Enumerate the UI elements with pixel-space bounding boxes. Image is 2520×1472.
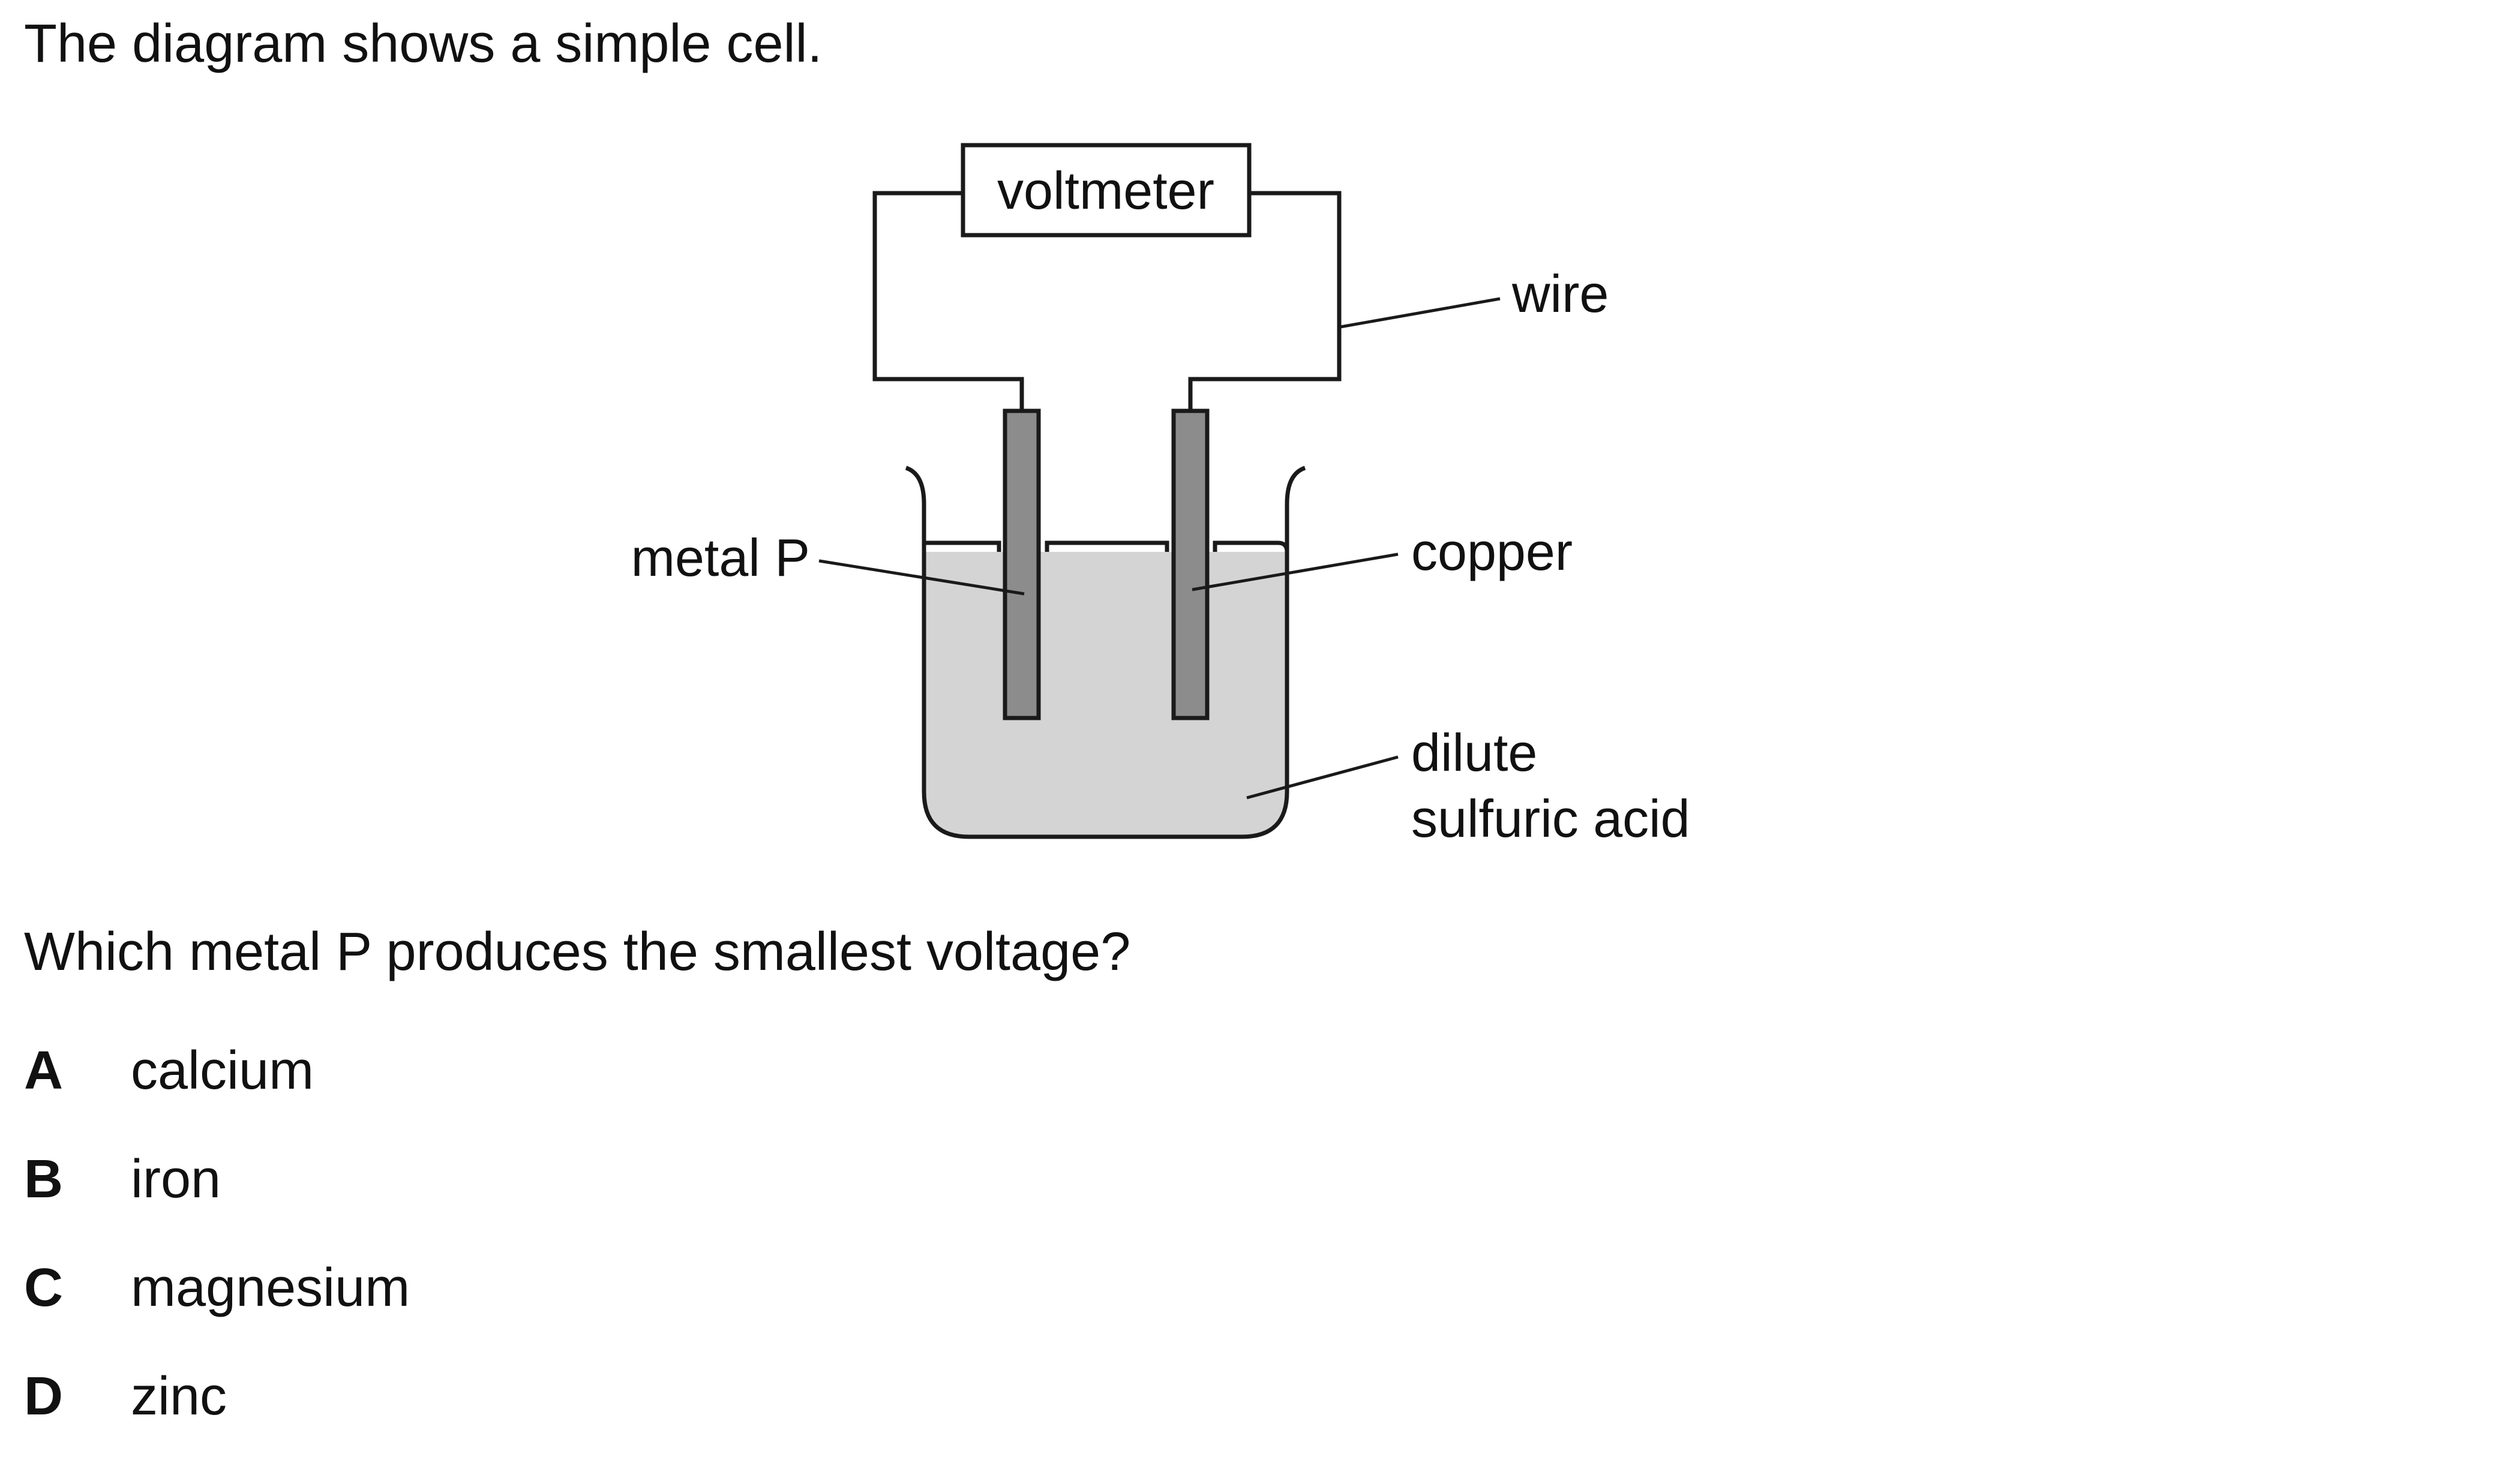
metal-p-label: metal P <box>631 528 810 587</box>
wire-leader <box>1340 297 1501 329</box>
acid-label-line-2: sulfuric acid <box>1411 789 1690 848</box>
voltmeter-box <box>961 143 1252 238</box>
acid-leader <box>1246 755 1399 800</box>
option-a[interactable]: A calcium <box>24 1038 410 1104</box>
option-letter: D <box>24 1366 63 1426</box>
intro-text: The diagram shows a simple cell. <box>24 14 823 74</box>
answer-options: A calcium B iron C magnesium D zinc <box>24 1038 410 1472</box>
option-letter: A <box>24 1040 63 1101</box>
question-text: Which metal P produces the smallest volt… <box>24 922 1131 982</box>
metal-p-leader <box>818 559 1025 596</box>
metal-p-electrode <box>1003 408 1041 720</box>
voltmeter-label: voltmeter <box>997 161 1214 220</box>
acid-label-line-1: dilute <box>1411 723 1537 782</box>
option-c[interactable]: C magnesium <box>24 1255 410 1321</box>
copper-electrode <box>1171 408 1210 720</box>
option-letter: B <box>24 1149 63 1209</box>
option-text: iron <box>131 1149 221 1209</box>
wire-label: wire <box>1511 264 1609 323</box>
option-b[interactable]: B iron <box>24 1146 410 1212</box>
option-d[interactable]: D zinc <box>24 1363 410 1429</box>
copper-leader <box>1192 552 1399 591</box>
acid-liquid <box>924 552 1287 837</box>
copper-label: copper <box>1411 522 1573 581</box>
option-text: calcium <box>131 1040 314 1101</box>
option-text: zinc <box>131 1366 227 1426</box>
option-letter: C <box>24 1257 63 1318</box>
wire-circuit <box>872 191 1342 411</box>
liquid-surface <box>922 540 1289 552</box>
beaker <box>905 465 1306 839</box>
option-text: magnesium <box>131 1257 410 1318</box>
